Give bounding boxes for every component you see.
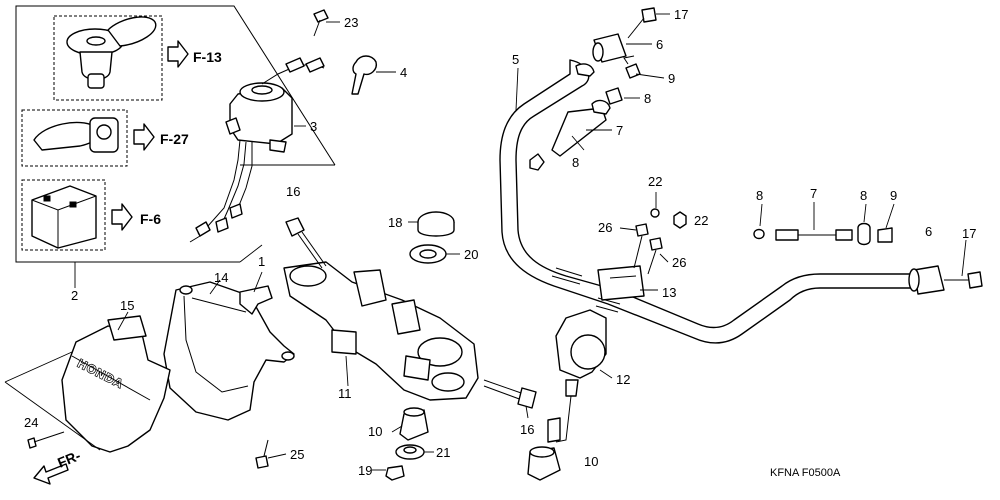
handlebar-holder	[547, 265, 645, 443]
part-label: 4	[400, 65, 407, 80]
part-label: 8	[644, 91, 651, 106]
arrow-f27-icon	[133, 123, 155, 151]
battery-box-inset	[21, 179, 106, 251]
bar-end-weight-right	[908, 265, 983, 295]
front-marker: FR-	[55, 447, 83, 471]
part-label: 1	[258, 254, 265, 269]
part-label: 24	[24, 415, 38, 430]
washer-20	[409, 244, 447, 264]
part-label: 17	[962, 226, 976, 241]
part-label: 16	[286, 184, 300, 199]
ref-f6: F-6	[140, 211, 161, 227]
ignition-cover-14	[163, 281, 295, 421]
fuel-cap-icon	[66, 16, 157, 89]
part-label: 14	[214, 270, 228, 285]
seat-lock-inset	[21, 109, 128, 167]
bar-end-weight-left	[575, 33, 627, 77]
cap-18	[417, 211, 455, 237]
nut-19	[385, 465, 405, 481]
handlebar-pipe	[499, 59, 915, 344]
part-label: 10	[584, 454, 598, 469]
part-label: 19	[358, 463, 372, 478]
part-label: 23	[344, 15, 358, 30]
part-label: 6	[656, 37, 663, 52]
part-label: 8	[572, 155, 579, 170]
bolt-16a	[285, 217, 327, 269]
arrow-f13-icon	[167, 40, 189, 68]
part-label: 7	[810, 186, 817, 201]
part-label: 6	[925, 224, 932, 239]
ref-f13: F-13	[193, 49, 222, 65]
part-label: 15	[120, 298, 134, 313]
part-label: 8	[756, 188, 763, 203]
part-label: 2	[71, 288, 78, 303]
part-label: 20	[464, 247, 478, 262]
rod-parts-exploded	[753, 222, 893, 246]
rubber-damper-10a	[399, 407, 429, 441]
part-label: 16	[520, 422, 534, 437]
bar-end-bolt-17a	[627, 7, 670, 39]
key-icon	[351, 55, 396, 95]
fuel-cap-inset	[53, 15, 163, 101]
part-label: 10	[368, 424, 382, 439]
arrow-f6-icon	[111, 203, 133, 231]
ref-f27: F-27	[160, 131, 189, 147]
diagram-code: KFNA F0500A	[770, 467, 841, 479]
part-label: 25	[290, 447, 304, 462]
rubber-damper-10b	[527, 446, 561, 481]
ignition-switch	[189, 57, 325, 243]
part-label: 22	[648, 174, 662, 189]
screw-24	[27, 431, 65, 449]
part-label: 3	[310, 119, 317, 134]
bolt-26b	[647, 237, 663, 275]
bolt-16b	[483, 379, 537, 409]
part-label: 12	[616, 372, 630, 387]
bracket-1	[239, 285, 273, 315]
part-label: 11	[338, 386, 352, 401]
part-label: 5	[512, 52, 519, 67]
part-label: 26	[598, 220, 612, 235]
top-bridge	[283, 261, 479, 401]
part-label: 9	[890, 188, 897, 203]
front-arrow-icon	[33, 463, 69, 485]
bolt-26a	[633, 223, 649, 269]
emblem-cover-15	[61, 315, 171, 453]
part-label: 8	[860, 188, 867, 203]
screw-23	[313, 9, 340, 37]
part-label: 26	[672, 255, 686, 270]
part-label: 21	[436, 445, 450, 460]
part-label: 13	[662, 285, 676, 300]
part-label: 17	[674, 7, 688, 22]
inset-group-2	[15, 5, 336, 288]
part-label: 22	[694, 213, 708, 228]
part-label: 9	[668, 71, 675, 86]
nuts-22	[650, 208, 687, 229]
part-label: 18	[388, 215, 402, 230]
battery-box-icon	[31, 185, 97, 249]
collar-21	[395, 444, 425, 460]
seat-lock-icon	[33, 117, 119, 153]
part-label: 7	[616, 123, 623, 138]
leader-lines	[4, 43, 967, 471]
screw-25	[255, 439, 269, 469]
